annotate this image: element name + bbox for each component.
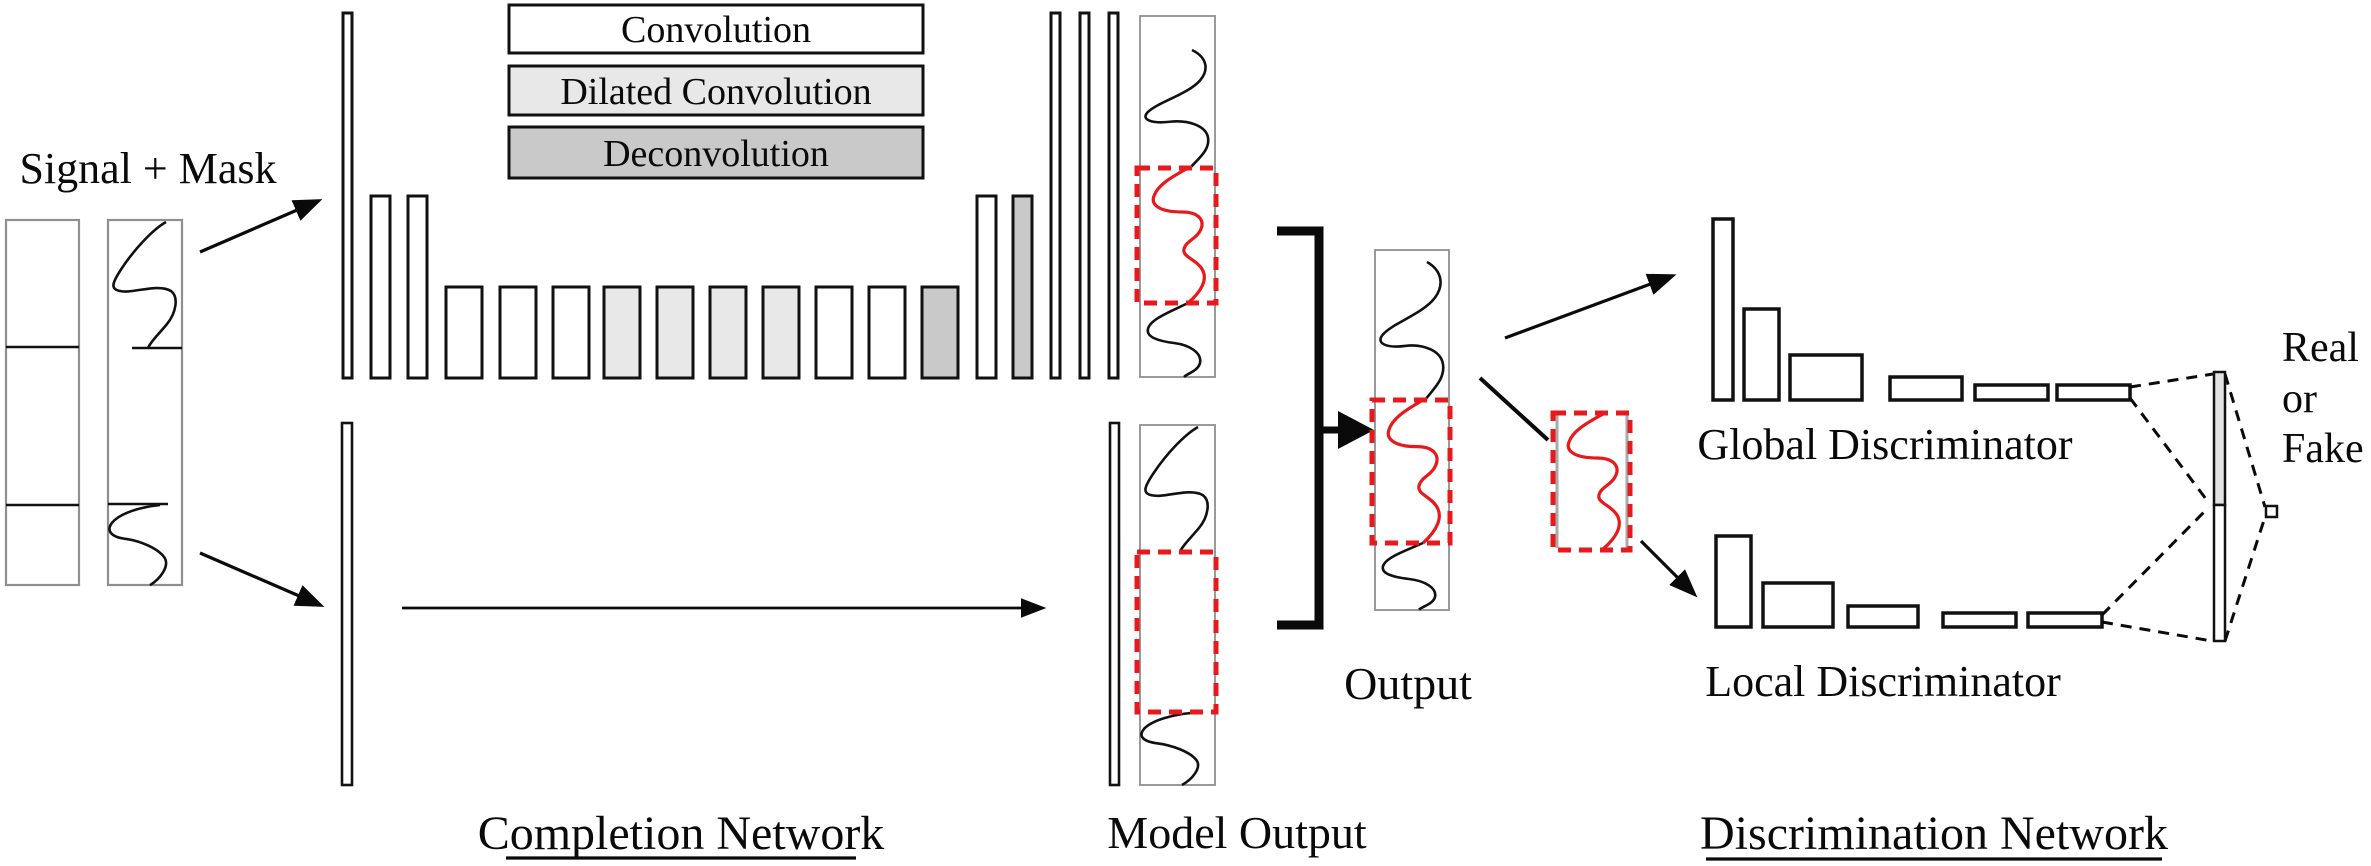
dilated-convolution-layer-bar [655,285,695,380]
discriminator-layer-bar [1941,611,2018,629]
merge-bracket [1277,226,1324,630]
convolution-layer-bar [551,285,591,380]
discriminator-layer-bar [1888,375,1964,402]
input-to-completion-arrow [199,199,323,254]
global-discriminator-label: Global Discriminator [1697,420,2072,469]
convolution-layer-bar [1078,11,1091,380]
decision-global-segment [2212,370,2227,507]
convolution-layer-bar [975,194,998,380]
discriminator-layer-bar [1714,534,1753,629]
legend-label-dilated-convolution: Dilated Convolution [560,71,871,113]
patch-to-local-arrow [1639,539,1698,598]
legend-swatch-convolution [507,3,925,55]
local-discriminator-label: Local Discriminator [1705,657,2061,706]
legend-item-dilated-convolution: Dilated Convolution [507,64,925,117]
discriminator-layer-bar [1973,383,2050,402]
convolution-layer-bar [1049,11,1062,380]
legend-item-deconvolution: Deconvolution [507,125,925,180]
or-line: or [2282,376,2317,422]
completion-network-bars [341,11,1120,380]
local-patch-box [1550,410,1633,553]
decision-local-segment [2212,503,2227,643]
output-box [1369,249,1453,611]
signal-mask-label: Signal + Mask [19,144,276,193]
dilated-convolution-layer-bar [602,285,642,380]
real-or-fake-label: Real or Fake [2282,325,2364,472]
decision-output-node [2264,504,2279,519]
mask-region-red-box-empty [1134,549,1219,715]
fake-line: Fake [2282,426,2364,472]
local-discriminator-bars [1714,534,2104,629]
discriminator-layer-bar [1846,604,1920,629]
deconvolution-layer-bar [1011,194,1034,380]
patch-red-wave [1566,412,1621,551]
discrimination-network-title: Discrimination Network [1700,807,2168,860]
output-to-global-arrow [1504,273,1677,340]
patch-red-box [1550,410,1633,553]
output-to-patch-line [1478,376,1550,442]
legend-label-deconvolution: Deconvolution [603,133,829,175]
legend-swatch-deconvolution [507,125,925,180]
decision-concat-bar [2212,370,2227,643]
discriminator-layer-bar [1742,307,1781,402]
convolution-layer-bar [406,194,429,380]
signal-box [4,218,81,587]
dilated-convolution-layer-bar [761,285,801,380]
decision-dashed-links [2100,372,2267,643]
convolution-layer-bar [814,285,854,380]
deconvolution-layer-bar [920,285,960,380]
discriminator-layer-bar [1761,581,1835,629]
convolution-layer-bar [1107,11,1120,380]
model-output-label: Model Output [1107,807,1367,858]
discriminator-layer-bar [1711,217,1735,402]
mask-region-red-box [1134,165,1219,306]
output-label: Output [1344,658,1472,709]
bypass-output-bar [1108,421,1121,787]
convolution-layer-bar [498,285,538,380]
convolution-layer-bar [340,421,354,787]
input-to-bypass-arrow [199,551,325,607]
merge-arrow-head [1338,411,1374,449]
global-discriminator-bars [1711,217,2132,402]
bypass-path-bar [340,421,354,787]
dilated-convolution-layer-bar [708,285,748,380]
legend: Convolution Dilated Convolution Deconvol… [507,3,925,180]
output-mask-region-red-box [1369,397,1453,546]
convolution-layer-bar [341,11,354,380]
legend-item-convolution: Convolution [507,3,925,55]
convolution-layer-bar [369,194,392,380]
legend-swatch-dilated-convolution [507,64,925,117]
model-output-completed-box [1134,15,1219,379]
mask-box [106,218,184,587]
model-output-masked-box [1134,424,1219,787]
discriminator-layer-bar [2026,611,2104,629]
discriminator-layer-bar [2055,383,2132,402]
completion-network-title: Completion Network [478,807,885,860]
discriminator-layer-bar [1788,353,1864,402]
convolution-layer-bar [444,285,484,380]
legend-label-convolution: Convolution [621,9,811,51]
convolution-layer-bar [867,285,907,380]
real-line: Real [2282,325,2359,371]
